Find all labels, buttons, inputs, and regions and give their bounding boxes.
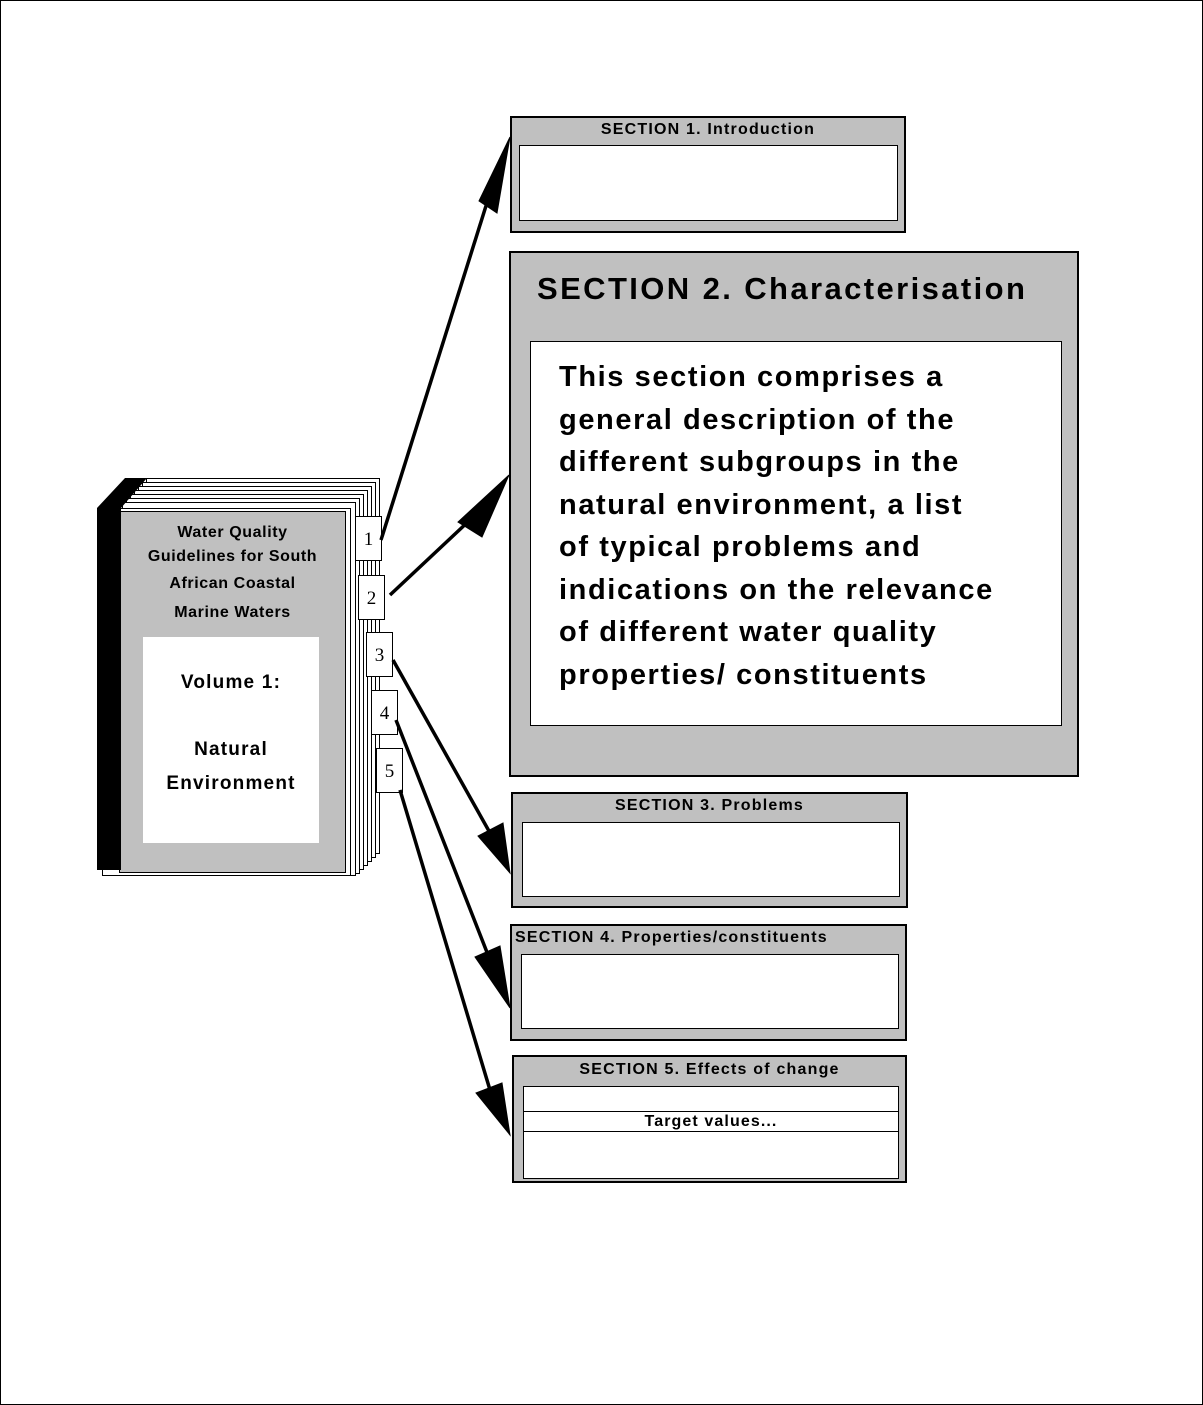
section-5-target-values: Target values... [524,1111,898,1132]
description-line: of different water quality [559,616,938,648]
book-subtitle-line: Natural [194,739,268,760]
book-subtitle-line: Environment [166,773,296,794]
tab-2[interactable]: 2 [358,575,385,620]
tab-1[interactable]: 1 [355,516,382,561]
book-title-line: Water Quality [177,524,288,541]
description-line: natural environment, a list [559,488,964,521]
tab-4[interactable]: 4 [371,690,398,735]
section-4-content [521,954,899,1029]
description-line: of typical problems and [559,531,922,563]
book-spine [97,478,147,870]
book-cover: Water Quality Guidelines for South Afric… [119,511,346,873]
section-5-content: Target values... [523,1086,899,1179]
tab-5[interactable]: 5 [376,748,403,793]
section-4-title: SECTION 4. Properties/constituents [515,929,828,946]
section-1-content [519,145,898,221]
section-3-content [522,822,900,897]
description-line: properties/ constituents [559,658,928,691]
section-2-box: SECTION 2. Characterisation This section… [509,251,1079,777]
book-title-line: African Coastal [169,575,296,592]
description-line: general description of the [559,403,956,436]
section-3-box: SECTION 3. Problems [511,792,908,908]
tab-3[interactable]: 3 [366,632,393,677]
section-2-title: SECTION 2. Characterisation [537,271,1028,306]
section-1-title: SECTION 1. Introduction [600,121,816,138]
book-title-line: Marine Waters [174,604,291,621]
description-line: This section comprises a [559,361,944,393]
section-3-title: SECTION 3. Problems [614,797,805,814]
book-title-line: Guidelines for South [147,548,318,565]
description-line: different subgroups in the [559,446,960,478]
section-5-box: SECTION 5. Effects of change Target valu… [512,1055,907,1183]
section-2-content: This section comprises a general descrip… [530,341,1062,726]
book-volume: Volume 1: [180,672,282,693]
section-4-box: SECTION 4. Properties/constituents [510,924,907,1041]
section-1-box: SECTION 1. Introduction [510,116,906,233]
section-2-description: This section comprises a general descrip… [559,356,1039,696]
description-line: indications on the relevance [559,573,994,606]
book-cover-label: Volume 1: Natural Environment [143,637,319,843]
section-5-title: SECTION 5. Effects of change [579,1061,840,1078]
